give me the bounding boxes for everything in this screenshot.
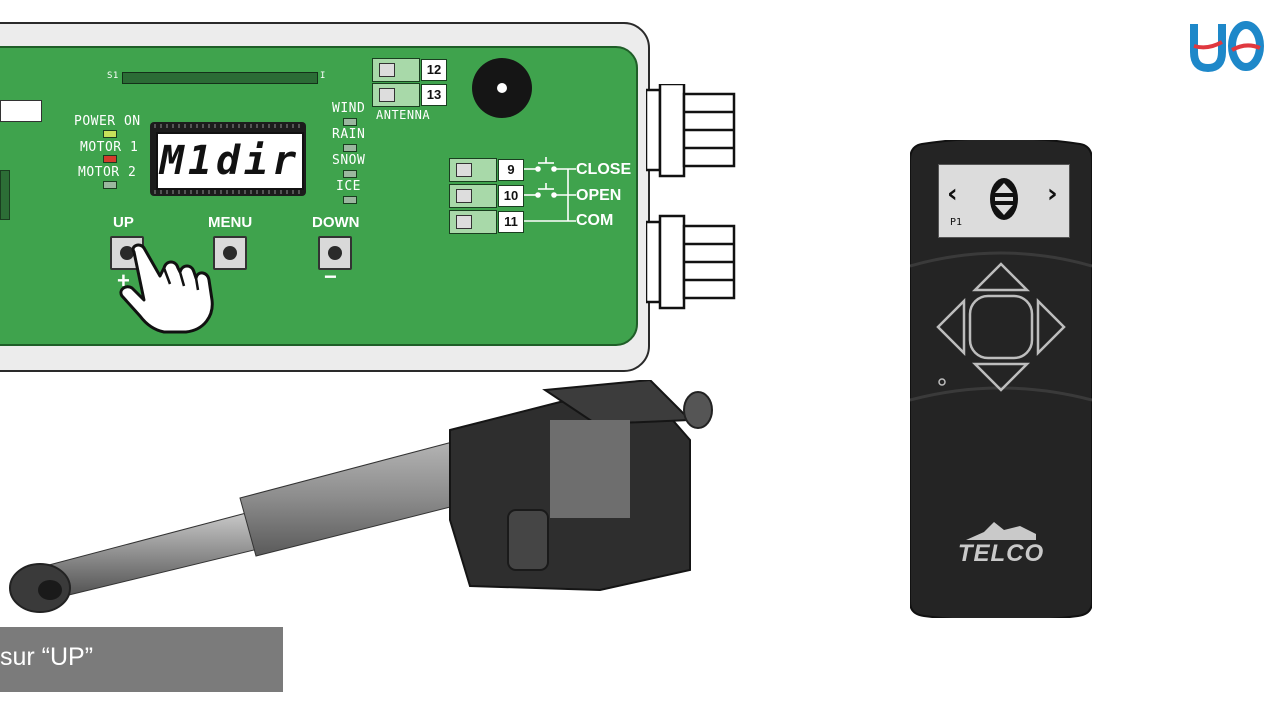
board-label-sticker <box>0 100 42 122</box>
linear-actuator-image <box>9 380 713 613</box>
board-slot <box>122 72 318 84</box>
dpad-icon <box>936 262 1066 392</box>
terminal-12-number: 12 <box>421 59 447 81</box>
menu-button[interactable] <box>213 236 247 270</box>
nav-right-icon: › <box>1047 179 1058 209</box>
slot-mark-left: S1 <box>107 71 119 81</box>
terminal-13-number: 13 <box>421 84 447 106</box>
open-label: OPEN <box>576 187 622 204</box>
remote-overlay: ‹ › P1 TELCO <box>910 140 1092 618</box>
controller-board <box>0 46 638 346</box>
terminal-11 <box>449 210 497 234</box>
cable-glands <box>646 84 736 310</box>
terminal-9-number: 9 <box>498 159 524 181</box>
lcd-pins-bottom <box>154 190 302 194</box>
caption-box: sur “UP” <box>0 627 283 692</box>
caption-text: sur “UP” <box>0 643 94 671</box>
lcd-display: M1dir <box>150 122 306 196</box>
motor2-led <box>103 181 117 189</box>
lcd-text: M1dir <box>159 138 301 184</box>
down-button-label: DOWN <box>312 214 360 231</box>
up-button[interactable] <box>110 236 144 270</box>
nav-left-icon: ‹ <box>947 179 958 209</box>
com-label: COM <box>576 212 614 229</box>
motor2-label: MOTOR 2 <box>78 165 137 180</box>
remote-brand-label: TELCO <box>957 540 1045 567</box>
switch-icon <box>524 157 576 222</box>
remote-control <box>910 140 1092 618</box>
screen-program-label: P1 <box>950 217 963 228</box>
terminal-12 <box>372 58 420 82</box>
hand-pointer-icon <box>119 243 214 334</box>
down-minus-sign: − <box>324 264 337 289</box>
buzzer-icon <box>472 58 532 118</box>
terminal-13 <box>372 83 420 107</box>
up-down-arrows-icon <box>990 178 1018 220</box>
wind-led <box>343 118 357 126</box>
slot-mark-right: I <box>320 71 326 81</box>
wind-label: WIND <box>332 101 366 116</box>
power-on-label: POWER ON <box>74 114 141 129</box>
ice-label: ICE <box>336 179 361 194</box>
down-button[interactable] <box>318 236 352 270</box>
snow-label: SNOW <box>332 153 366 168</box>
rain-label: RAIN <box>332 127 366 142</box>
terminal-11-number: 11 <box>498 211 524 233</box>
up-button-label: UP <box>113 214 134 231</box>
snow-led <box>343 170 357 178</box>
motor1-led <box>103 155 117 163</box>
ice-led <box>343 196 357 204</box>
motor1-label: MOTOR 1 <box>80 140 139 155</box>
close-label: CLOSE <box>576 161 632 178</box>
power-on-led <box>103 130 117 138</box>
rain-led <box>343 144 357 152</box>
menu-button-label: MENU <box>208 214 253 231</box>
remote-screen: ‹ › P1 <box>938 164 1070 238</box>
lcd-pins-top <box>154 124 302 128</box>
terminal-10-number: 10 <box>498 185 524 207</box>
terminal-9 <box>449 158 497 182</box>
brand-logo-icon <box>1190 21 1264 72</box>
telco-logo-wave <box>966 522 1036 540</box>
antenna-label: ANTENNA <box>376 108 431 122</box>
terminal-10 <box>449 184 497 208</box>
board-edge-component <box>0 170 10 220</box>
